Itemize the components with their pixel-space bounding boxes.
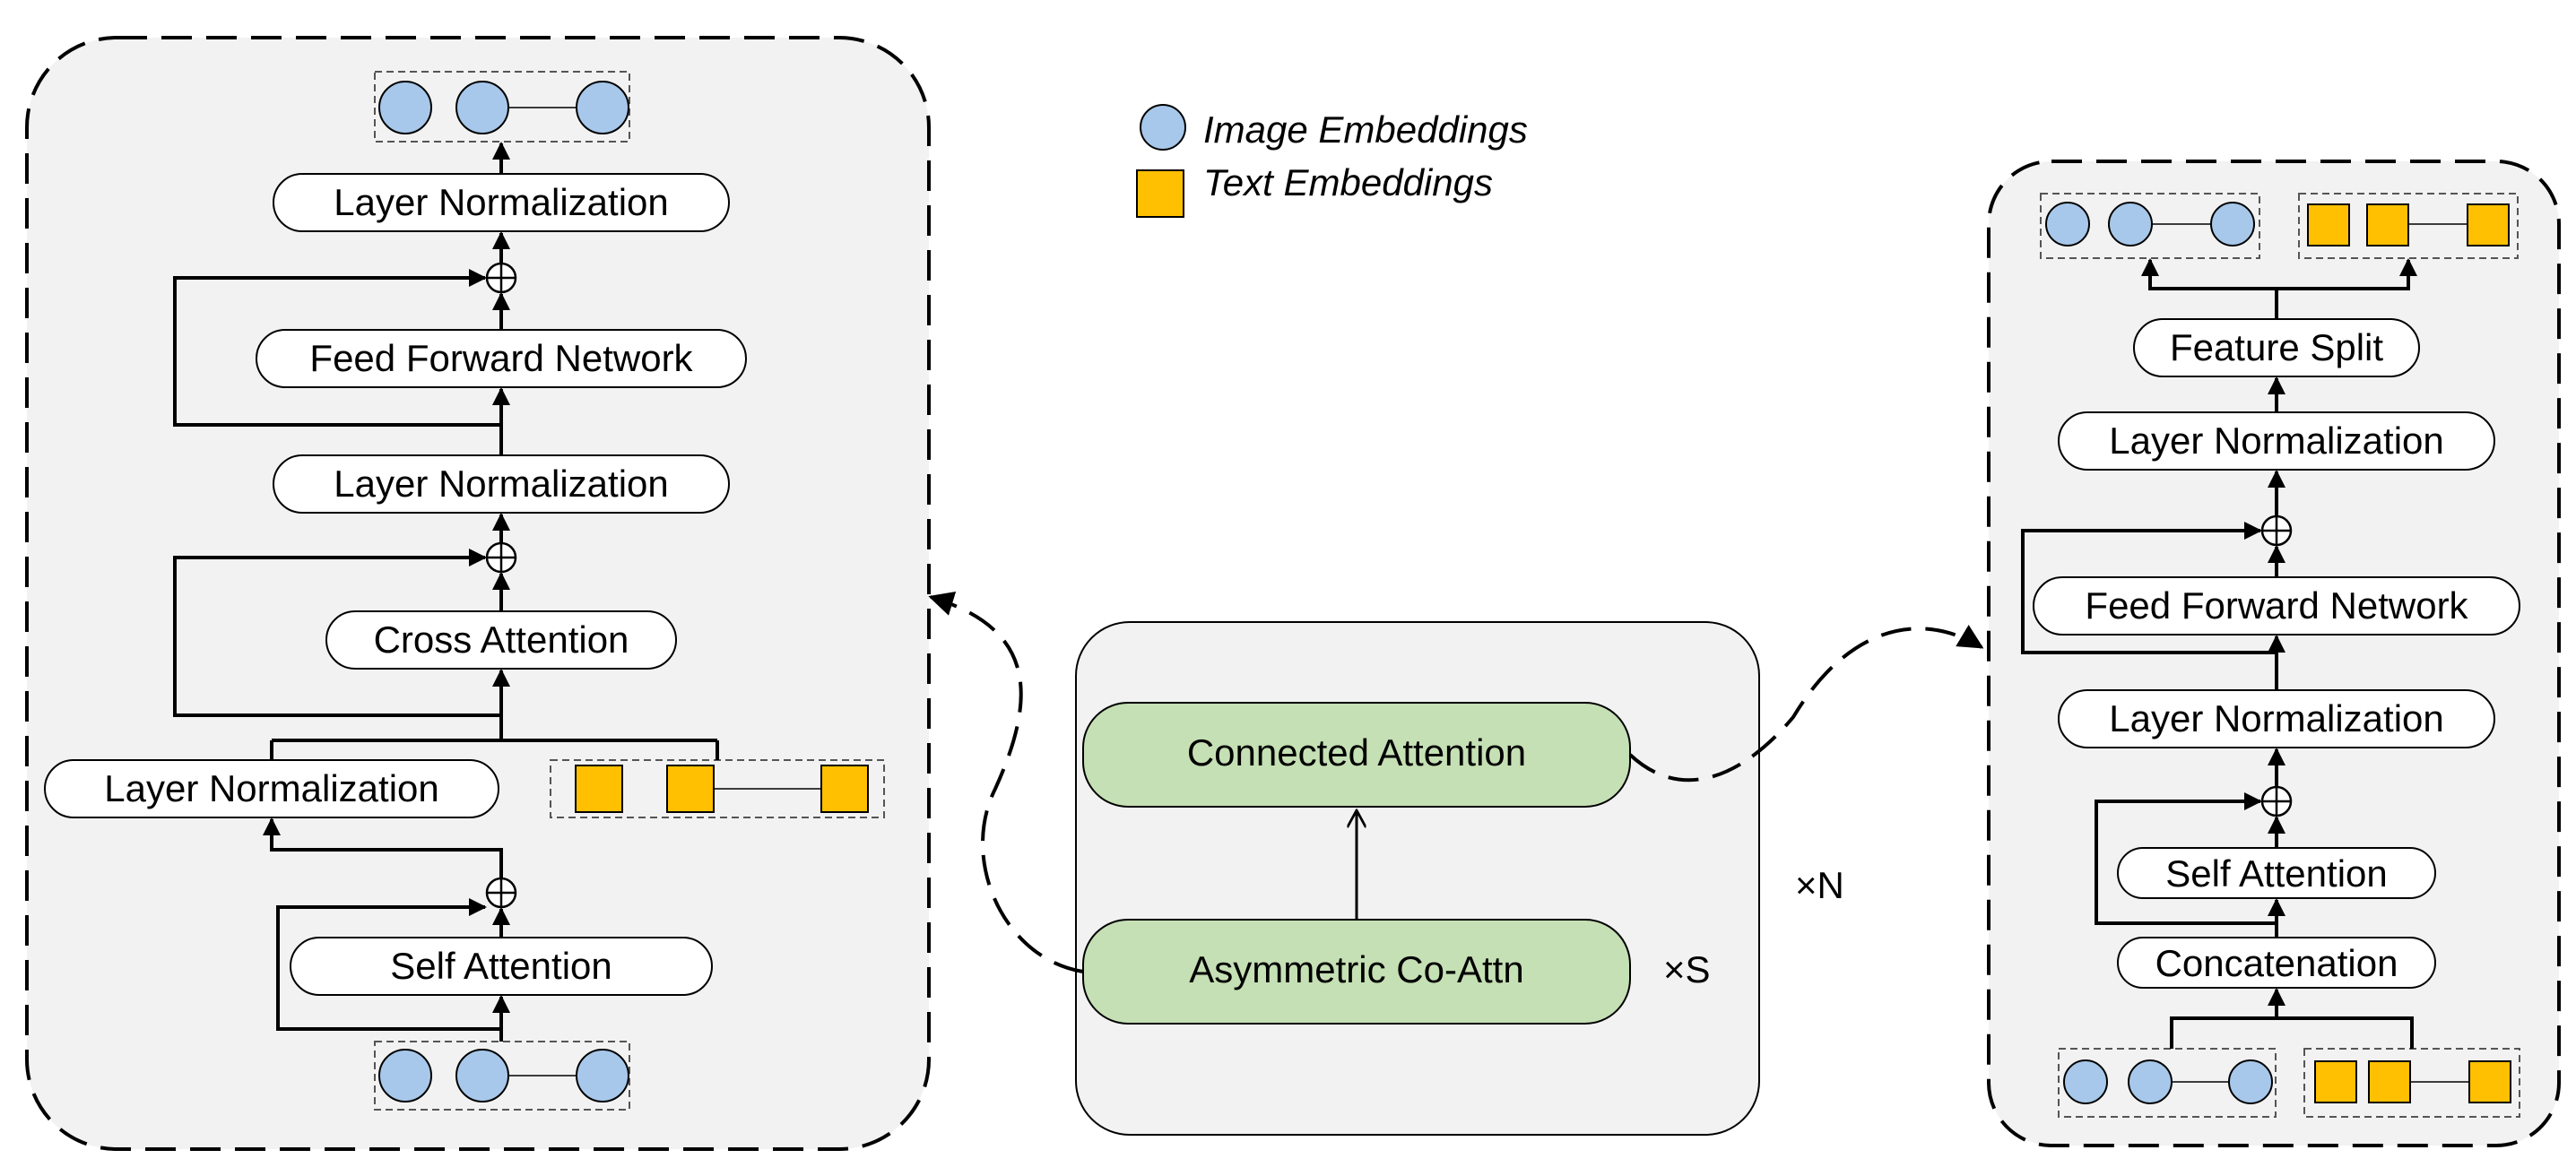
text-embedding [2307, 203, 2350, 246]
image-embedding [2063, 1059, 2108, 1104]
image-embedding [2128, 1059, 2173, 1104]
right-top-layer-norm-label: Layer Normalization [2109, 419, 2444, 462]
image-embedding [2045, 202, 2090, 246]
image-embedding [2210, 202, 2255, 246]
connected-attention-label: Connected Attention [1187, 731, 1526, 774]
center-panel [1075, 621, 1760, 1136]
image-embedding [455, 1049, 509, 1102]
left-connectors [173, 142, 719, 1042]
link-to-left-panel [928, 591, 1084, 973]
right-mid-layer-norm-label: Layer Normalization [2109, 697, 2444, 739]
image-embedding [455, 81, 509, 134]
legend-text-embedding-icon [1136, 169, 1184, 218]
left-self-attention-label: Self Attention [390, 945, 612, 987]
asymmetric-co-attn-label: Asymmetric Co-Attn [1189, 948, 1523, 990]
text-embedding [2467, 203, 2510, 246]
legend-image-embedding-icon [1140, 104, 1186, 151]
center-block: Connected Attention Asymmetric Co-Attn ×… [1082, 702, 1711, 1025]
right-concatenation-label: Concatenation [2155, 942, 2398, 984]
link-to-right-panel [1628, 625, 1984, 783]
left-mid-layer-norm-label: Layer Normalization [334, 463, 669, 505]
image-embedding [2228, 1059, 2273, 1104]
text-embedding [666, 765, 715, 813]
repeat-s-label: ×S [1663, 948, 1711, 990]
text-embedding [2368, 1060, 2411, 1103]
image-embedding [2108, 202, 2153, 246]
legend-image-label: Image Embeddings [1203, 108, 1528, 151]
right-block: Feature Split Layer Normalization Feed F… [2021, 193, 2520, 1118]
left-block: Layer Normalization Feed Forward Network… [44, 71, 885, 1111]
right-feature-split-label: Feature Split [2170, 326, 2383, 368]
left-top-layer-norm-label: Layer Normalization [334, 181, 669, 223]
text-embedding [2468, 1060, 2511, 1103]
left-input-embeddings [374, 1041, 630, 1111]
text-embedding [2366, 203, 2409, 246]
text-embedding [575, 765, 623, 813]
left-ffn-label: Feed Forward Network [309, 337, 693, 379]
image-embedding [576, 1049, 629, 1102]
right-self-attention-label: Self Attention [2165, 852, 2388, 895]
left-cross-attention-label: Cross Attention [374, 618, 629, 661]
text-embedding [820, 765, 869, 813]
right-ffn-label: Feed Forward Network [2085, 584, 2468, 627]
legend-text-label: Text Embeddings [1203, 161, 1493, 203]
right-output-text-embeddings [2298, 193, 2519, 259]
left-input-layer-norm-label: Layer Normalization [104, 767, 439, 809]
image-embedding [576, 81, 629, 134]
text-embedding [2314, 1060, 2357, 1103]
right-input-image-embeddings [2058, 1048, 2277, 1118]
repeat-n-label: ×N [1795, 864, 1844, 906]
image-embedding [378, 1049, 432, 1102]
right-output-image-embeddings [2040, 193, 2260, 259]
right-connectors [2021, 258, 2417, 1049]
image-embedding [378, 81, 432, 134]
legend: Image Embeddings Text Embeddings [1136, 104, 1528, 218]
